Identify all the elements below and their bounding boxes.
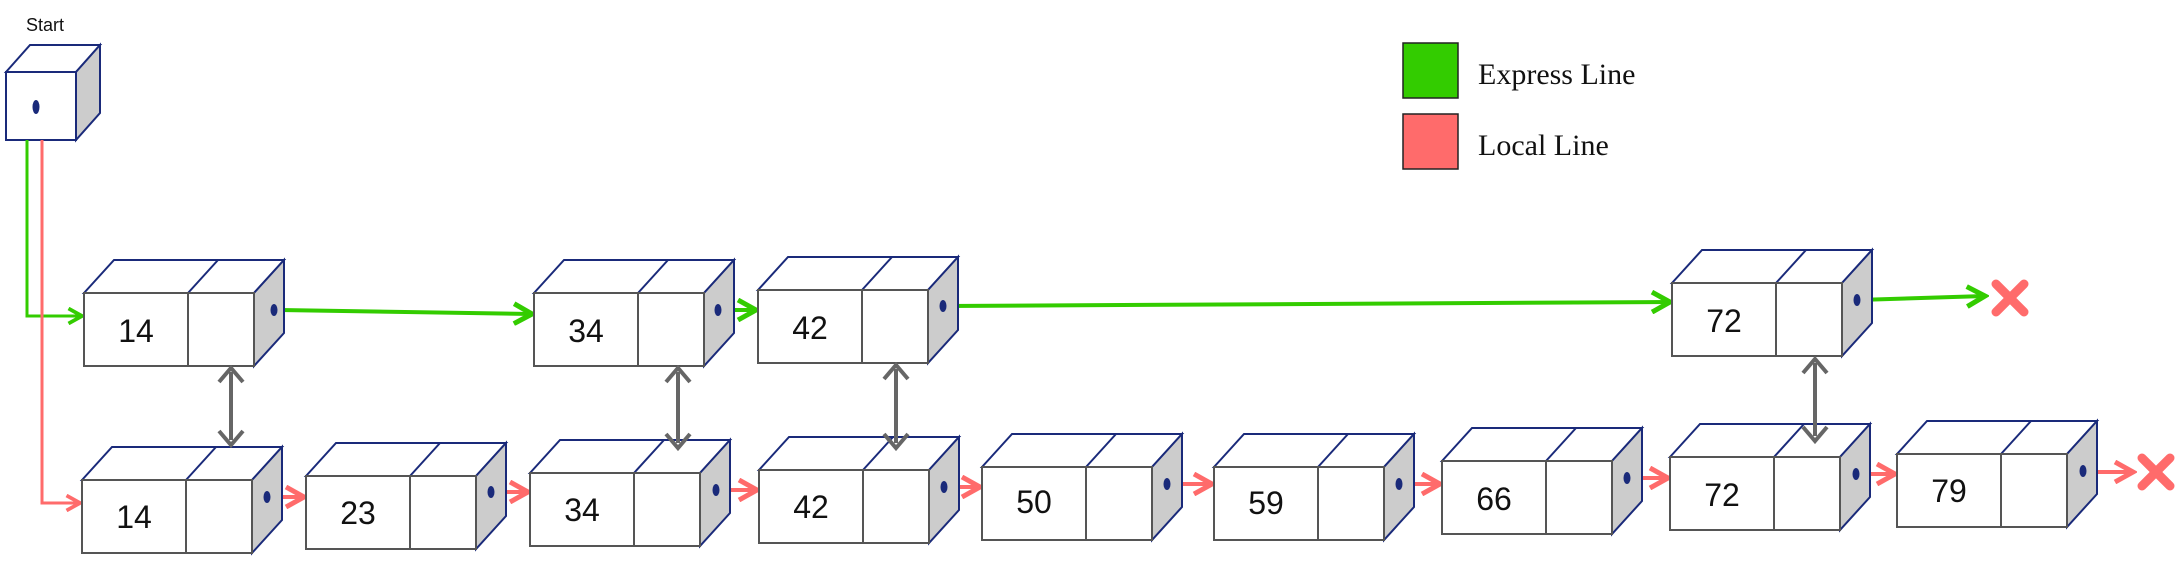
local-node: 34 [527, 437, 733, 549]
node-value: 42 [793, 489, 829, 525]
legend-swatch-local [1402, 113, 1459, 170]
node-value: 14 [116, 499, 152, 535]
express-node: 72 [1669, 247, 1875, 359]
node-value: 79 [1931, 473, 1967, 509]
node-value: 72 [1704, 477, 1740, 513]
local-node: 42 [756, 434, 962, 546]
express-link [279, 310, 532, 314]
node-value: 50 [1016, 484, 1052, 520]
local-node: 79 [1894, 418, 2100, 530]
x-icon [2137, 453, 2175, 491]
express-link-end [1857, 296, 1985, 300]
express-node: 14 [81, 257, 287, 369]
express-node: 34 [531, 257, 737, 369]
node-value: 34 [564, 492, 600, 528]
x-icon [1991, 279, 2029, 317]
vertical-link [1801, 355, 1829, 445]
vertical-link [664, 364, 692, 452]
start-node: Start [3, 15, 103, 143]
local-node: 72 [1667, 421, 1873, 533]
local-node: 66 [1439, 425, 1645, 537]
local-node: 23 [303, 440, 509, 552]
node-value: 42 [792, 310, 828, 346]
vertical-link [882, 361, 910, 452]
local-node: 50 [979, 431, 1185, 543]
vertical-link [217, 364, 245, 449]
start-express-link [25, 140, 82, 316]
start-pointer-dot [32, 100, 40, 114]
express-link [944, 302, 1670, 306]
legend-swatch-express [1402, 42, 1459, 99]
node-value: 34 [568, 313, 604, 349]
node-value: 59 [1248, 485, 1284, 521]
node-value: 14 [118, 313, 154, 349]
local-node: 59 [1211, 431, 1417, 543]
express-node: 42 [755, 254, 961, 366]
legend-label-local: Local Line [1478, 129, 1609, 162]
start-label: Start [26, 15, 64, 35]
node-value: 66 [1476, 481, 1512, 517]
node-value: 23 [340, 495, 376, 531]
legend: Express Line Local Line [1402, 42, 1635, 170]
legend-label-express: Express Line [1478, 58, 1635, 91]
start-local-link [40, 140, 80, 503]
local-node: 14 [79, 444, 285, 556]
node-value: 72 [1706, 303, 1742, 339]
